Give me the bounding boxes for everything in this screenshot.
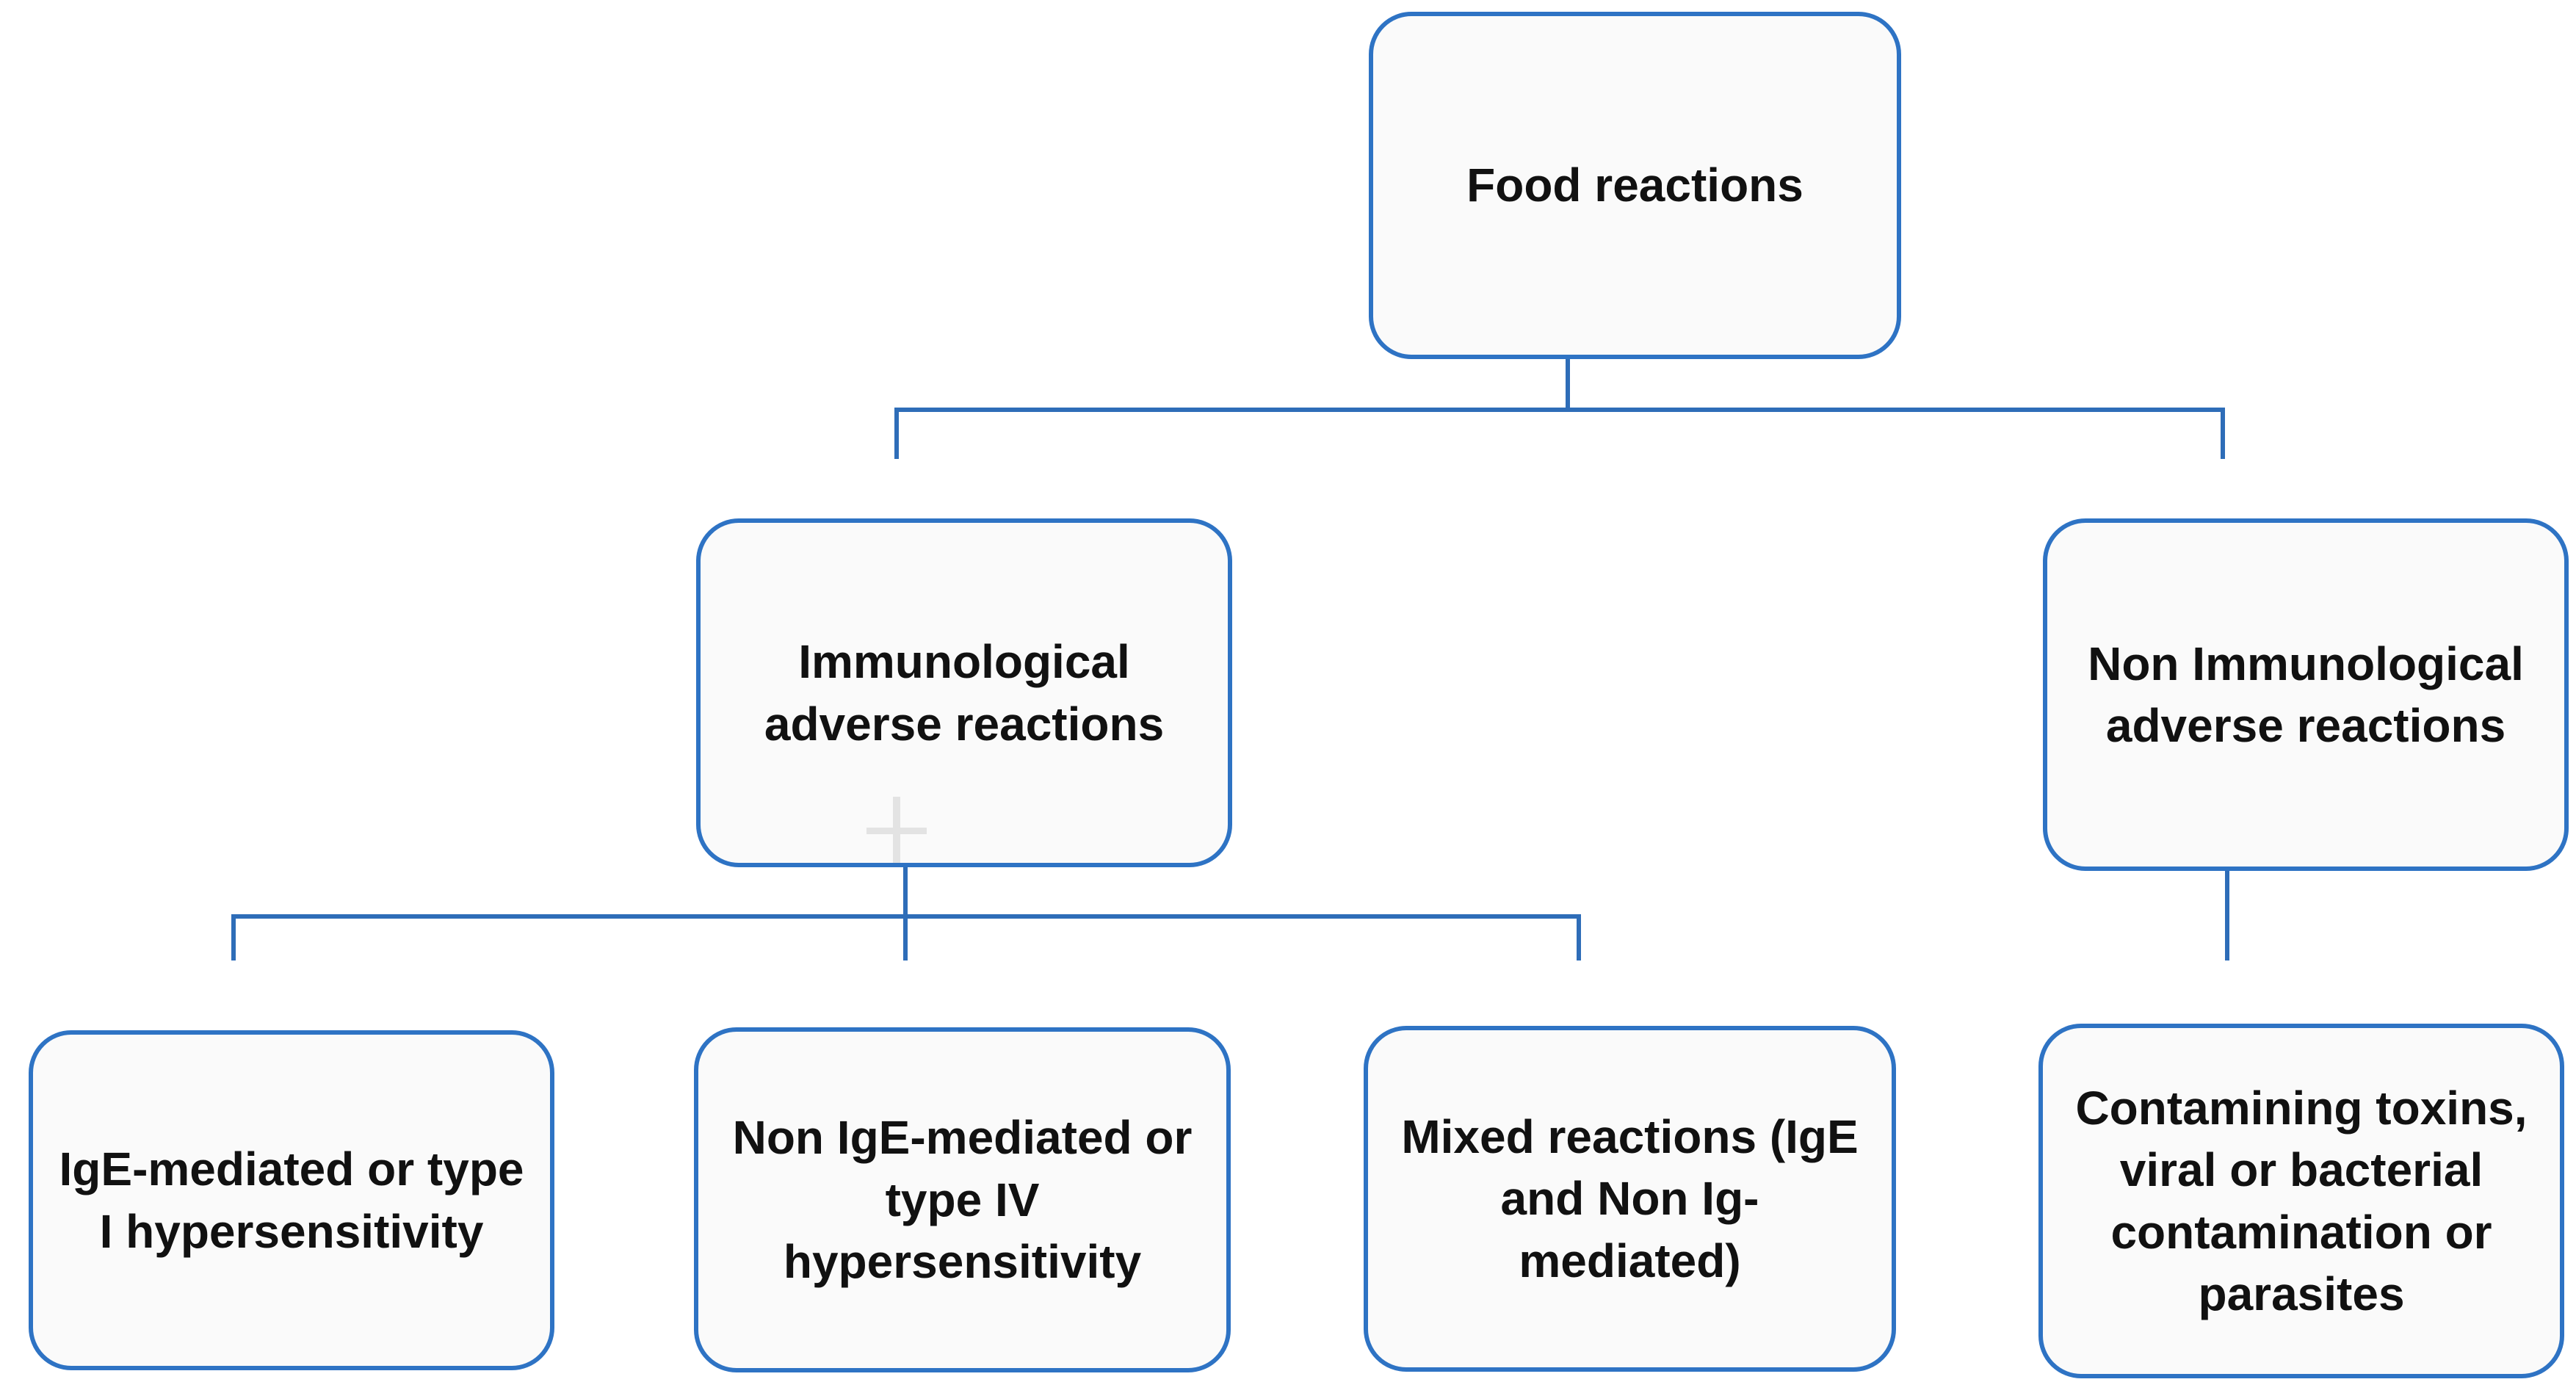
connector-drop-ige [231,914,236,960]
node-non-ige-mediated: Non IgE-mediated or type IV hypersensiti… [694,1027,1231,1372]
connector-drop-non-immunological [2221,408,2225,459]
connector-level2-rail [231,914,1581,919]
node-contamination: Contamining toxins, viral or bacterial c… [2038,1024,2564,1378]
node-food-reactions: Food reactions [1369,12,1901,359]
node-mixed-reactions: Mixed reactions (IgE and Non Ig- mediate… [1364,1026,1896,1372]
node-immunological-label: Immunological adverse reactions [764,635,1165,750]
connector-level1-rail [894,408,2225,412]
crosshair-artifact-vertical [893,797,900,863]
node-non-immunological: Non Immunological adverse reactions [2043,518,2569,871]
node-ige-mediated: IgE-mediated or type I hypersensitivity [29,1030,554,1370]
connector-drop-immunological [894,408,899,459]
node-contamination-label: Contamining toxins, viral or bacterial c… [2075,1081,2528,1320]
node-food-reactions-label: Food reactions [1466,159,1803,212]
node-mixed-reactions-label: Mixed reactions (IgE and Non Ig- mediate… [1401,1110,1859,1287]
node-non-ige-mediated-label: Non IgE-mediated or type IV hypersensiti… [732,1111,1193,1289]
node-non-immunological-label: Non Immunological adverse reactions [2088,637,2524,752]
node-ige-mediated-label: IgE-mediated or type I hypersensitivity [59,1143,524,1258]
connector-root-stub [1566,359,1570,410]
connector-immunological-stub [903,867,908,960]
connector-non-immunological-stub [2225,871,2229,960]
connector-drop-mixed [1577,914,1581,960]
node-immunological: Immunological adverse reactions [696,518,1232,867]
